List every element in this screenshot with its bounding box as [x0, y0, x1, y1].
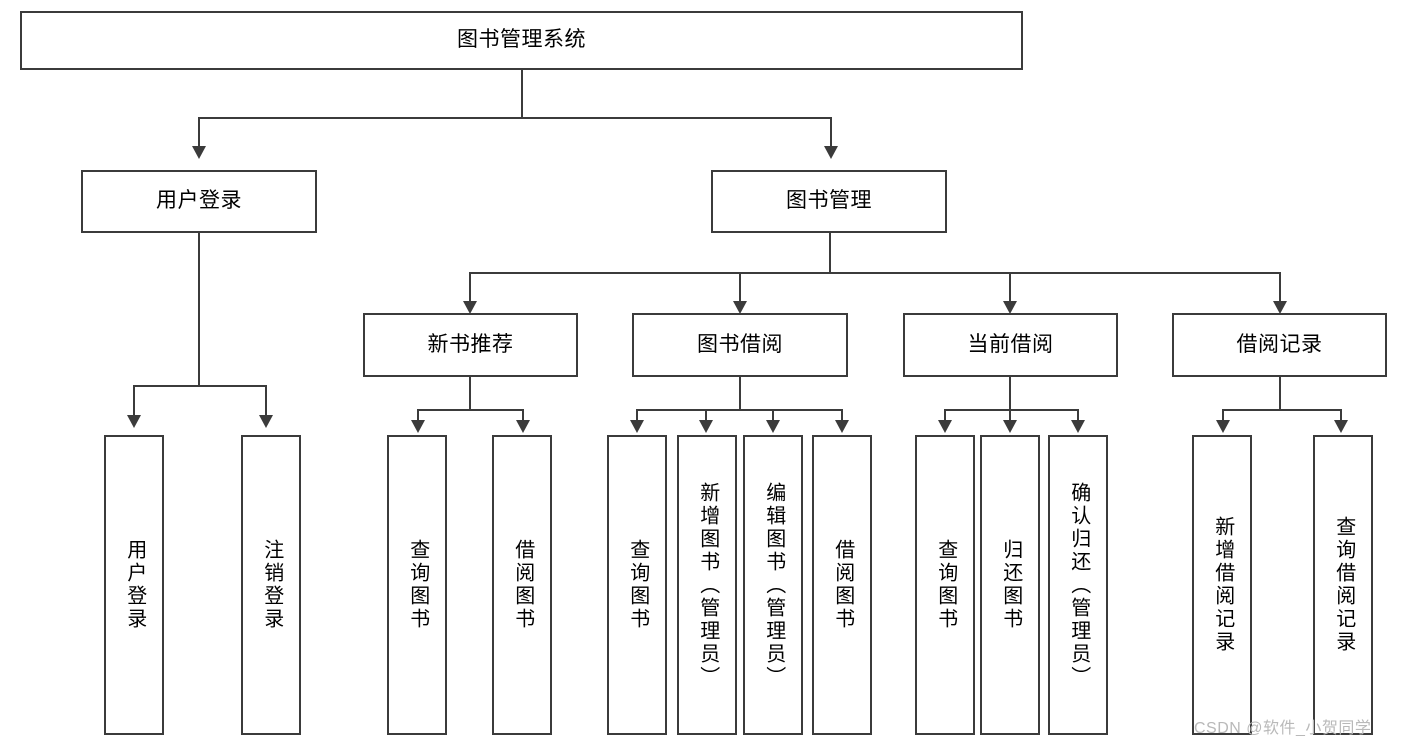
node-new-book-recommend[interactable]: 新书推荐	[363, 313, 578, 377]
csdn-watermark: CSDN @软件_小贺同学	[1194, 720, 1372, 737]
leaf-current-confirm-return-label: 确认归还（管理员）	[1067, 481, 1090, 689]
connector-bookmgmt-to-record	[1279, 272, 1281, 304]
arrow-bookmgmt-to-borrow	[733, 301, 747, 314]
leaf-logout-label: 注销登录	[260, 539, 283, 631]
connector-borrow-to-leaf3	[772, 409, 774, 422]
arrow-borrow-to-leaf4	[835, 420, 849, 433]
connector-root-to-login	[198, 117, 200, 149]
leaf-record-add-record-label: 新增借阅记录	[1211, 516, 1234, 654]
node-borrow-record[interactable]: 借阅记录	[1172, 313, 1387, 377]
connector-bookmgmt-stem	[829, 233, 831, 273]
arrow-bookmgmt-to-record	[1273, 301, 1287, 314]
connector-borrow-to-leaf2	[705, 409, 707, 422]
connector-newbook-stem	[469, 377, 471, 410]
arrow-root-to-bookmgmt	[824, 146, 838, 159]
connector-login-stem	[198, 233, 200, 386]
leaf-user-login[interactable]: 用户登录	[104, 435, 164, 735]
connector-login-to-leaf1	[133, 385, 135, 417]
node-book-management[interactable]: 图书管理	[711, 170, 947, 233]
leaf-newbook-query-book-label: 查询图书	[406, 539, 429, 631]
connector-bookmgmt-to-newbook	[469, 272, 471, 304]
connector-newbook-bus	[417, 409, 524, 411]
leaf-newbook-borrow-book-label: 借阅图书	[511, 539, 534, 631]
node-current-borrow-label: 当前借阅	[967, 332, 1054, 356]
leaf-current-return-book[interactable]: 归还图书	[980, 435, 1040, 735]
node-current-borrow[interactable]: 当前借阅	[903, 313, 1118, 377]
node-book-borrow[interactable]: 图书借阅	[632, 313, 848, 377]
leaf-borrow-edit-book-label: 编辑图书（管理员）	[762, 481, 785, 689]
leaf-newbook-query-book[interactable]: 查询图书	[387, 435, 447, 735]
leaf-borrow-add-book-label: 新增图书（管理员）	[696, 481, 719, 689]
node-root-label: 图书管理系统	[457, 28, 586, 52]
arrow-login-to-leaf2	[259, 415, 273, 428]
leaf-current-confirm-return[interactable]: 确认归还（管理员）	[1048, 435, 1108, 735]
leaf-borrow-query-book[interactable]: 查询图书	[607, 435, 667, 735]
leaf-record-query-record[interactable]: 查询借阅记录	[1313, 435, 1373, 735]
connector-bookmgmt-bus	[469, 272, 1281, 274]
arrow-current-to-leaf2	[1003, 420, 1017, 433]
connector-root-stem	[521, 70, 523, 118]
arrow-newbook-to-leaf2	[516, 420, 530, 433]
leaf-record-query-record-label: 查询借阅记录	[1332, 516, 1355, 654]
connector-borrow-to-leaf1	[636, 409, 638, 422]
leaf-newbook-borrow-book[interactable]: 借阅图书	[492, 435, 552, 735]
leaf-borrow-add-book[interactable]: 新增图书（管理员）	[677, 435, 737, 735]
connector-current-to-leaf2	[1009, 409, 1011, 422]
connector-current-to-leaf3	[1077, 409, 1079, 422]
arrow-borrow-to-leaf1	[630, 420, 644, 433]
connector-newbook-to-leaf2	[522, 409, 524, 422]
connector-record-stem	[1279, 377, 1281, 410]
node-borrow-record-label: 借阅记录	[1236, 332, 1323, 356]
node-root[interactable]: 图书管理系统	[20, 11, 1023, 70]
connector-borrow-stem	[739, 377, 741, 410]
connector-root-bus	[198, 117, 832, 119]
node-new-book-recommend-label: 新书推荐	[427, 332, 514, 356]
arrow-record-to-leaf2	[1334, 420, 1348, 433]
leaf-borrow-query-book-label: 查询图书	[626, 539, 649, 631]
arrow-record-to-leaf1	[1216, 420, 1230, 433]
leaf-logout[interactable]: 注销登录	[241, 435, 301, 735]
leaf-current-return-book-label: 归还图书	[999, 539, 1022, 631]
node-user-login[interactable]: 用户登录	[81, 170, 317, 233]
connector-newbook-to-leaf1	[417, 409, 419, 422]
connector-login-to-leaf2	[265, 385, 267, 417]
arrow-current-to-leaf1	[938, 420, 952, 433]
arrow-borrow-to-leaf3	[766, 420, 780, 433]
leaf-borrow-edit-book[interactable]: 编辑图书（管理员）	[743, 435, 803, 735]
connector-current-bus	[944, 409, 1078, 411]
arrow-bookmgmt-to-newbook	[463, 301, 477, 314]
connector-root-to-bookmgmt	[830, 117, 832, 149]
connector-bookmgmt-to-current	[1009, 272, 1011, 304]
leaf-record-add-record[interactable]: 新增借阅记录	[1192, 435, 1252, 735]
connector-record-to-leaf1	[1222, 409, 1224, 422]
connector-bookmgmt-to-borrow	[739, 272, 741, 304]
connector-login-bus	[133, 385, 266, 387]
node-book-management-label: 图书管理	[786, 189, 872, 213]
connector-current-to-leaf1	[944, 409, 946, 422]
connector-record-to-leaf2	[1340, 409, 1342, 422]
arrow-bookmgmt-to-current	[1003, 301, 1017, 314]
arrow-current-to-leaf3	[1071, 420, 1085, 433]
node-user-login-label: 用户登录	[156, 189, 242, 213]
leaf-borrow-borrow-book-label: 借阅图书	[831, 539, 854, 631]
leaf-borrow-borrow-book[interactable]: 借阅图书	[812, 435, 872, 735]
arrow-borrow-to-leaf2	[699, 420, 713, 433]
leaf-current-query-book-label: 查询图书	[934, 539, 957, 631]
connector-borrow-bus	[636, 409, 843, 411]
connector-borrow-to-leaf4	[841, 409, 843, 422]
node-book-borrow-label: 图书借阅	[697, 332, 783, 356]
connector-current-stem	[1009, 377, 1011, 410]
arrow-root-to-login	[192, 146, 206, 159]
connector-record-bus	[1222, 409, 1342, 411]
leaf-current-query-book[interactable]: 查询图书	[915, 435, 975, 735]
arrow-newbook-to-leaf1	[411, 420, 425, 433]
leaf-user-login-label: 用户登录	[123, 539, 146, 631]
arrow-login-to-leaf1	[127, 415, 141, 428]
